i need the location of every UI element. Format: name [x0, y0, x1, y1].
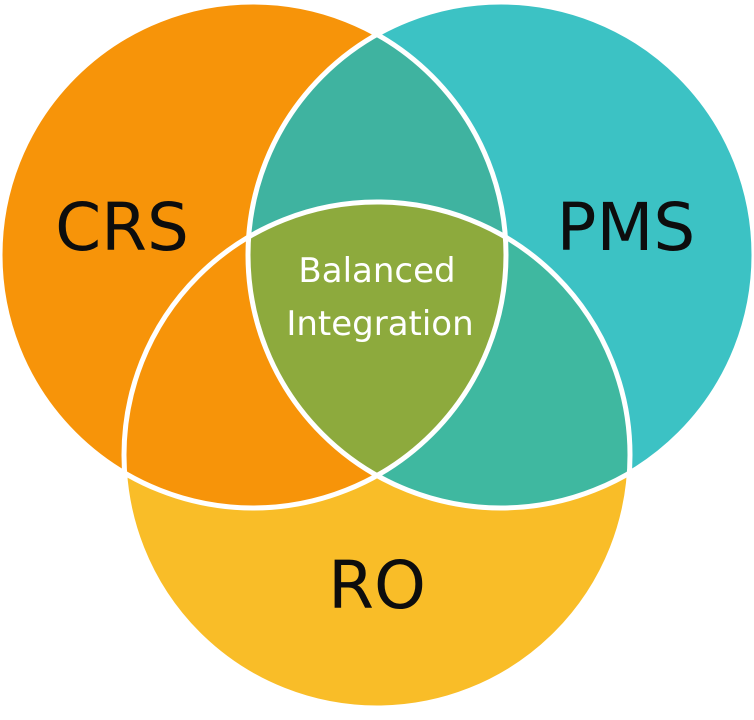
label-crs: CRS	[55, 189, 189, 266]
label-pms: PMS	[557, 189, 696, 266]
label-center-line1: Balanced	[298, 251, 455, 291]
label-ro: RO	[328, 547, 426, 624]
label-center-line2: Integration	[286, 304, 473, 344]
